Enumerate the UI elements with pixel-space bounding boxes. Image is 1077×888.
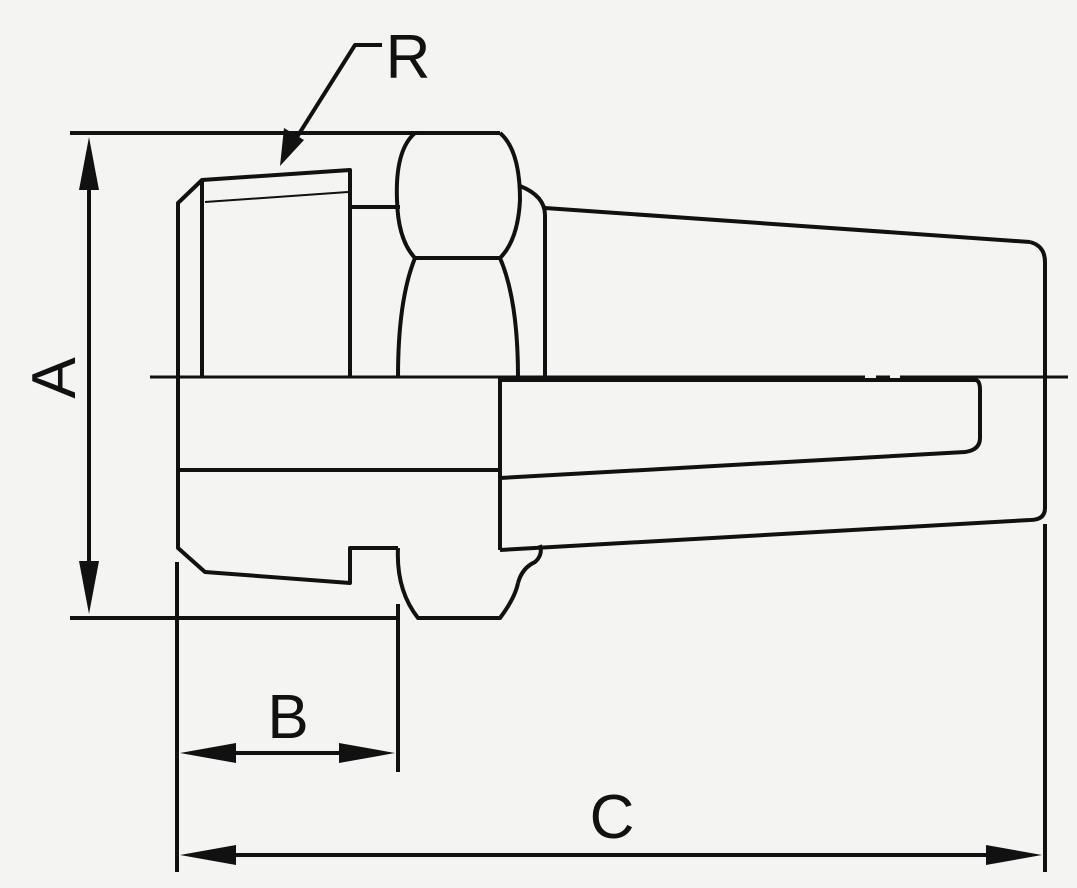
hex-lower-right-arc bbox=[498, 257, 520, 378]
threaded-end-lower-outline bbox=[176, 377, 398, 585]
dimension-b-label: B bbox=[267, 683, 308, 752]
shank-end bbox=[1029, 240, 1047, 522]
leader-r-arrow bbox=[280, 128, 304, 166]
dimension-c-arrow-right bbox=[986, 845, 1042, 865]
body-section bbox=[178, 377, 502, 550]
dimension-c-arrow-left bbox=[180, 845, 236, 865]
hex-right-shoulder-bottom bbox=[516, 544, 543, 584]
leader-r-line bbox=[290, 43, 382, 147]
dimension-a-arrow-bottom bbox=[79, 561, 99, 614]
thread-taper-line bbox=[204, 191, 349, 203]
dimension-a-label: A bbox=[20, 357, 89, 399]
extension-lines bbox=[70, 131, 1047, 872]
tapered-shank bbox=[499, 206, 1047, 552]
leader-r: R bbox=[280, 23, 430, 166]
dimension-c: C bbox=[180, 783, 1042, 865]
shank-top-taper bbox=[544, 206, 1031, 244]
hex-bottom-profile bbox=[395, 547, 520, 620]
hex-right-shoulder-top bbox=[519, 184, 547, 377]
hex-lower-left-arc bbox=[396, 257, 417, 378]
dimension-a: A bbox=[20, 137, 99, 614]
hex-upper-face bbox=[394, 131, 522, 260]
dimension-b: B bbox=[180, 683, 395, 763]
hex-nut bbox=[394, 131, 547, 620]
dimension-b-arrow-left bbox=[180, 743, 236, 763]
dimension-b-arrow-right bbox=[339, 743, 395, 763]
dimension-c-label: C bbox=[590, 783, 635, 852]
shank-bottom-taper bbox=[499, 518, 1031, 552]
leader-r-label: R bbox=[386, 23, 431, 92]
dimension-a-arrow-top bbox=[79, 137, 99, 190]
threaded-end bbox=[176, 168, 398, 585]
bore-bottom-line bbox=[499, 378, 982, 480]
